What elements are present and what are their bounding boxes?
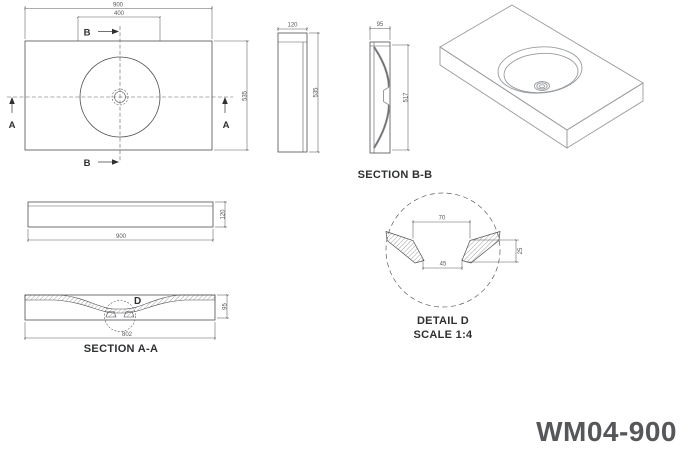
section-aa-drain-right [123, 311, 135, 318]
detail-d-marker: D [134, 296, 141, 307]
section-bb-height-dim: 517 [404, 92, 410, 103]
section-bb-view: 95 517 SECTION B-B [358, 22, 433, 181]
iso-drain-ring [536, 82, 548, 90]
iso-drain-hole [538, 84, 546, 89]
plan-depth-dim: 535 [243, 90, 249, 101]
detail-d-depth-dim: 25 [518, 247, 524, 254]
plan-inner-dim: 400 [114, 11, 125, 17]
section-bb-label: SECTION B-B [358, 169, 433, 181]
iso-front-face [439, 46, 568, 149]
plan-width-dim: 900 [113, 3, 124, 9]
detail-d-bottom-dim: 45 [440, 262, 447, 268]
basin-circle [79, 56, 161, 138]
section-aa-height-dim: 95 [223, 303, 229, 310]
section-aa-drain-left [105, 311, 117, 318]
section-marker-b-bottom: B [84, 158, 91, 169]
iso-basin-inner [503, 52, 579, 94]
side-height-dim: 535 [314, 87, 320, 98]
front-view: 900 120 [26, 200, 227, 242]
isometric-view [439, 4, 644, 149]
section-marker-b-top: B [84, 28, 91, 39]
side-width-dim: 120 [287, 23, 298, 29]
section-marker-a-right: A [223, 120, 230, 131]
iso-top-face [439, 4, 644, 131]
front-height-dim: 120 [221, 209, 227, 220]
detail-d-view: 70 45 25 DETAIL D SCALE 1:4 [385, 192, 524, 341]
detail-d-label: DETAIL D [417, 315, 469, 327]
drain-inner-circle [114, 91, 126, 103]
section-aa-cut-band [24, 294, 216, 314]
iso-drain-outer [534, 81, 550, 91]
detail-d-boundary-circle [385, 192, 501, 308]
section-aa-label: SECTION A-A [84, 343, 158, 355]
section-marker-a-left: A [9, 120, 16, 131]
product-code: WM04-900 [536, 416, 677, 447]
section-aa-outline [24, 294, 216, 321]
detail-d-callout-circle [104, 300, 136, 332]
section-aa-view: D 802 95 SECTION A-A [23, 293, 229, 355]
detail-d-left-wall [385, 230, 425, 264]
iso-right-face [566, 82, 644, 149]
section-bb-outline [369, 41, 391, 154]
side-outline [277, 32, 308, 153]
iso-basin-outer [497, 46, 583, 94]
section-aa-width-dim: 802 [122, 332, 133, 338]
side-view: 120 535 [276, 23, 320, 154]
detail-d-scale-label: SCALE 1:4 [414, 329, 474, 341]
plan-outline [24, 40, 213, 151]
detail-d-right-wall [461, 231, 501, 264]
front-width-dim: 900 [116, 234, 127, 240]
section-bb-width-dim: 95 [377, 22, 384, 28]
front-outline [27, 201, 214, 228]
drain-outer-circle [111, 88, 129, 106]
detail-d-top-dim: 70 [439, 216, 446, 222]
section-bb-drain-notch [383, 86, 390, 106]
plan-view: 900 400 535 B B A A [7, 3, 249, 169]
